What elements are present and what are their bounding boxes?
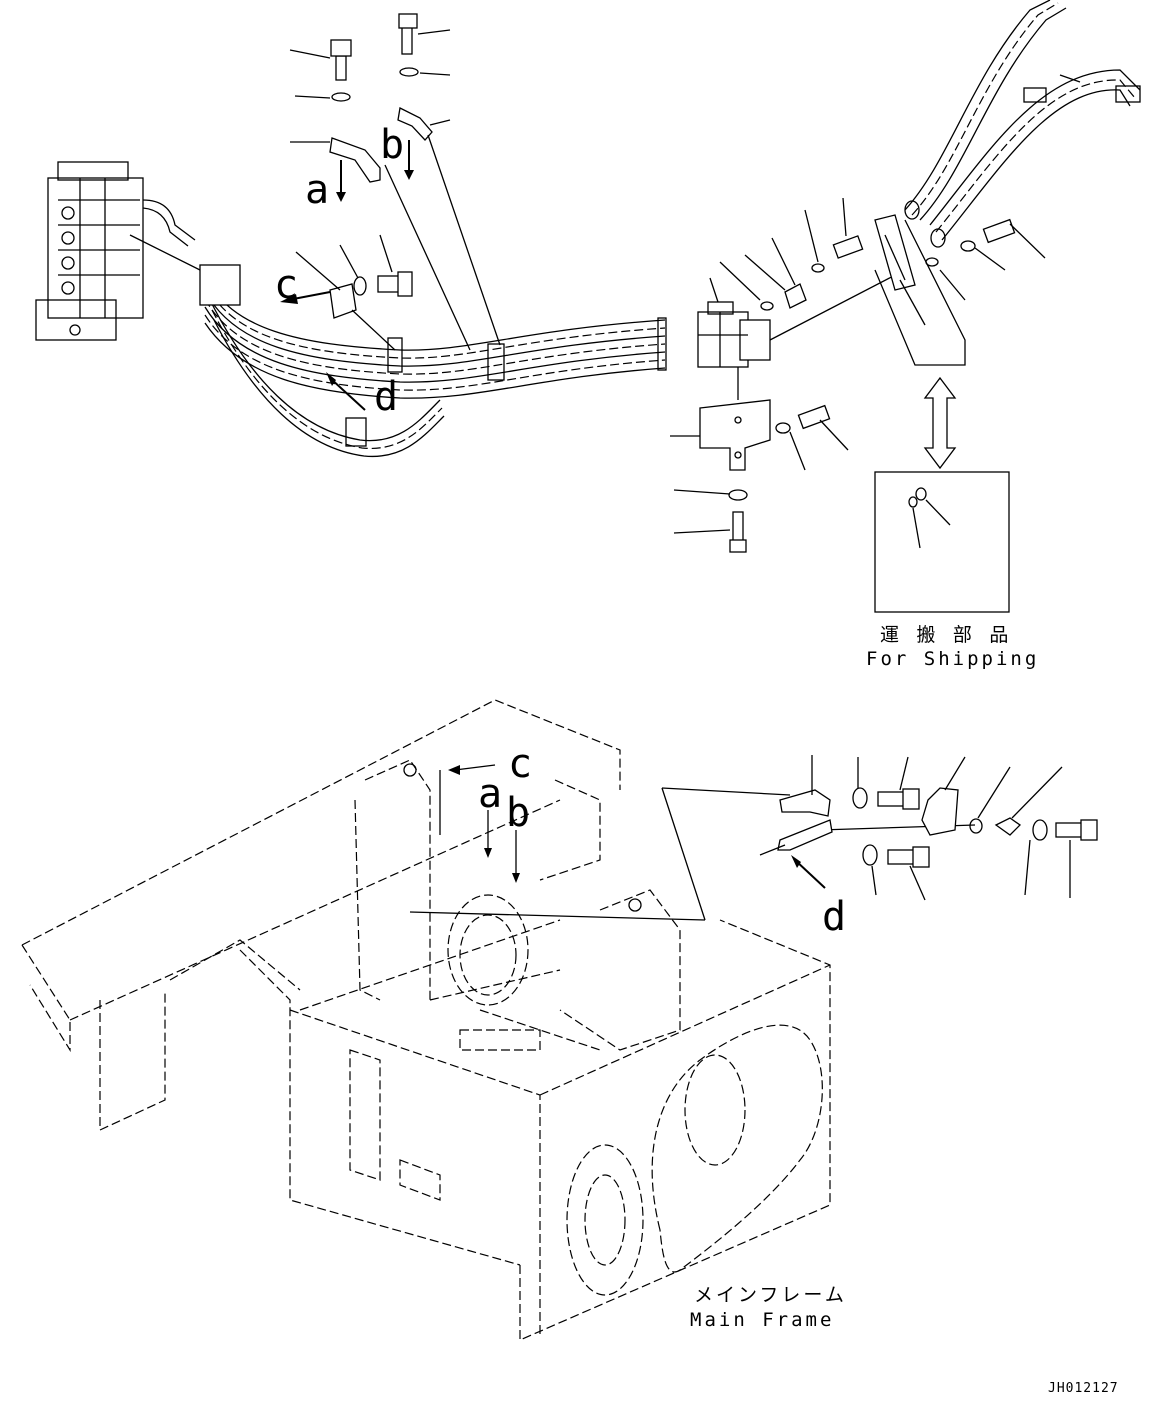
arrow-d [326, 372, 366, 411]
callout-b-lower: b [506, 790, 530, 836]
drawing-code: JH012127 [1048, 1381, 1119, 1396]
callout-d-lower: d [822, 894, 846, 940]
callout-a-lower: a [478, 771, 502, 817]
valve-block [697, 197, 906, 400]
bracket-c-assembly [280, 234, 413, 351]
mounting-plate [874, 200, 1046, 366]
bracket-a-assembly [289, 39, 381, 202]
main-frame [21, 699, 831, 1341]
callout-c-upper: c [274, 262, 298, 308]
lower-callout-arrows [409, 764, 706, 921]
lower-mount-bracket [670, 399, 849, 553]
callout-b-upper: b [380, 122, 404, 168]
shipping-parts-box [874, 471, 1010, 613]
double-arrow [923, 376, 957, 470]
bracket-b-assembly [384, 13, 501, 351]
control-valve [35, 161, 211, 341]
callout-a-upper: a [305, 167, 329, 213]
callout-c-lower: c [508, 741, 532, 787]
hose-bundle [199, 264, 667, 458]
shipping-label-jp: 運 搬 部 品 [880, 624, 1011, 646]
detail-brackets [759, 755, 1098, 901]
right-hose-lines [904, 0, 1141, 241]
main-frame-label-en: Main Frame [690, 1309, 834, 1331]
callout-d-upper: d [374, 374, 398, 420]
shipping-label-en: For Shipping [866, 648, 1039, 670]
main-frame-label-jp: メインフレーム [694, 1284, 847, 1306]
